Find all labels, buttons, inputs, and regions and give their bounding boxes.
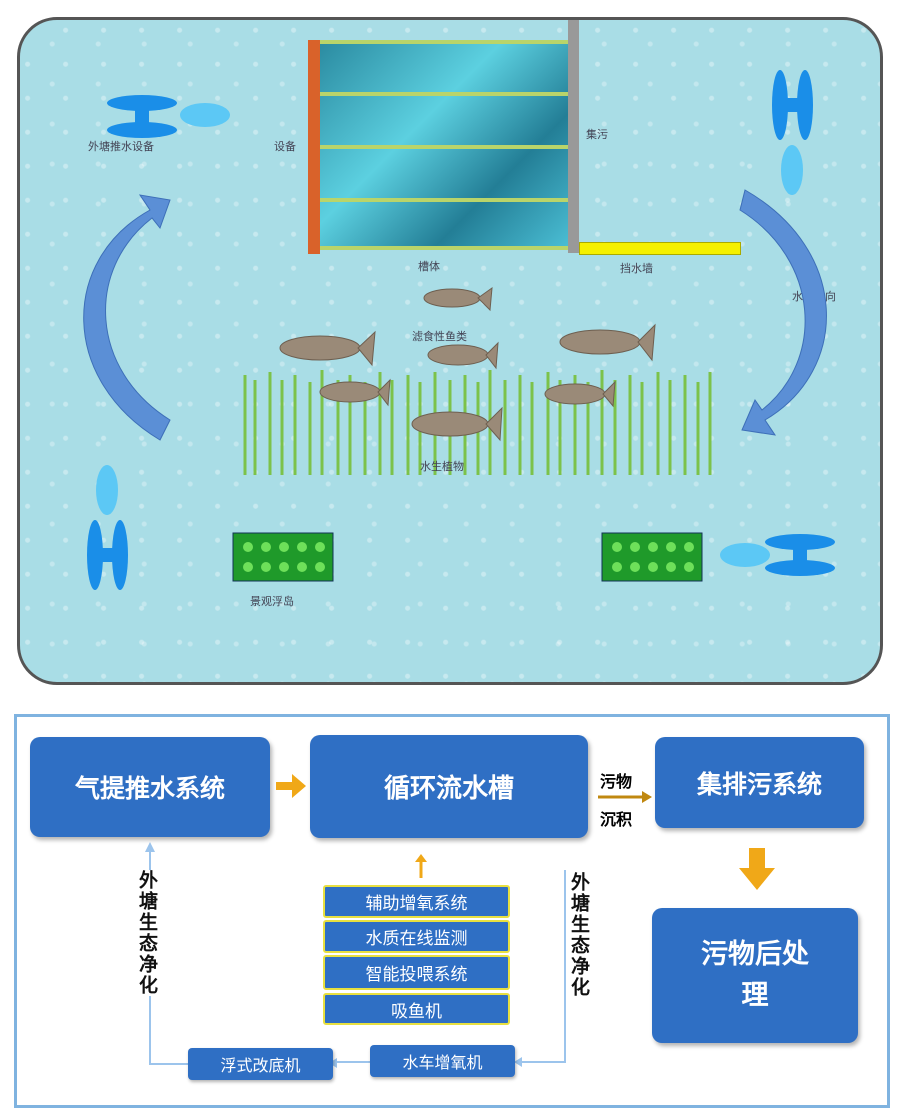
floating-island-label: 景观浮岛 (250, 595, 294, 608)
pond-graphics (83, 70, 835, 590)
sewage-system-box: 集排污系统 (655, 737, 864, 828)
pusher-icon (720, 534, 835, 576)
retaining-wall (579, 242, 741, 255)
pusher-icon (772, 70, 813, 195)
eco-purification-left: 外塘生态净化 (134, 870, 161, 996)
aquatic-plants-label: 水生植物 (420, 460, 464, 473)
water-monitor-box: 水质在线监测 (323, 920, 510, 953)
floating-island-icon (601, 532, 703, 582)
floating-bottom-machine-box: 浮式改底机 (188, 1048, 333, 1080)
fish-pump-box: 吸鱼机 (323, 993, 510, 1025)
retaining-wall-label: 挡水墙 (620, 262, 653, 275)
sediment-label-top: 污物 (600, 772, 633, 791)
arrow-airlift-to-raceway (276, 774, 306, 798)
filter-fish-label: 滤食性鱼类 (412, 330, 467, 343)
smart-feeding-box: 智能投喂系统 (323, 955, 510, 990)
system-flowchart (14, 714, 890, 1108)
arrow-sewage-to-treatment (739, 848, 775, 890)
device-label: 设备 (274, 140, 296, 153)
collect-wall (568, 20, 579, 253)
fish-icon (279, 286, 656, 442)
pusher-icon (87, 465, 128, 590)
waterwheel-aerator-box: 水车增氧机 (370, 1045, 515, 1077)
post-treatment-box: 污物后处理 (652, 908, 858, 1043)
tank-body-label: 槽体 (418, 260, 440, 273)
flow-arrow-left (83, 194, 171, 441)
raceway-box: 循环流水槽 (310, 735, 588, 838)
pond-diagram: 设备 集污 槽体 挡水墙 外塘推水设备 水流方向 滤食性鱼类 水生植物 景观浮岛 (17, 17, 883, 685)
flow-arrow-right (739, 189, 827, 436)
airlift-system-box: 气提推水系统 (30, 737, 270, 837)
push-device-label: 外塘推水设备 (88, 140, 154, 153)
eco-purification-right: 外塘生态净化 (566, 872, 593, 998)
aux-oxygen-box: 辅助增氧系统 (323, 885, 510, 918)
pusher-icon (107, 95, 230, 138)
raceway-tank (320, 40, 570, 250)
collect-label: 集污 (586, 128, 608, 141)
device-wall (308, 40, 320, 254)
sediment-label-bottom: 沉积 (600, 810, 633, 829)
floating-island-icon (232, 532, 334, 582)
